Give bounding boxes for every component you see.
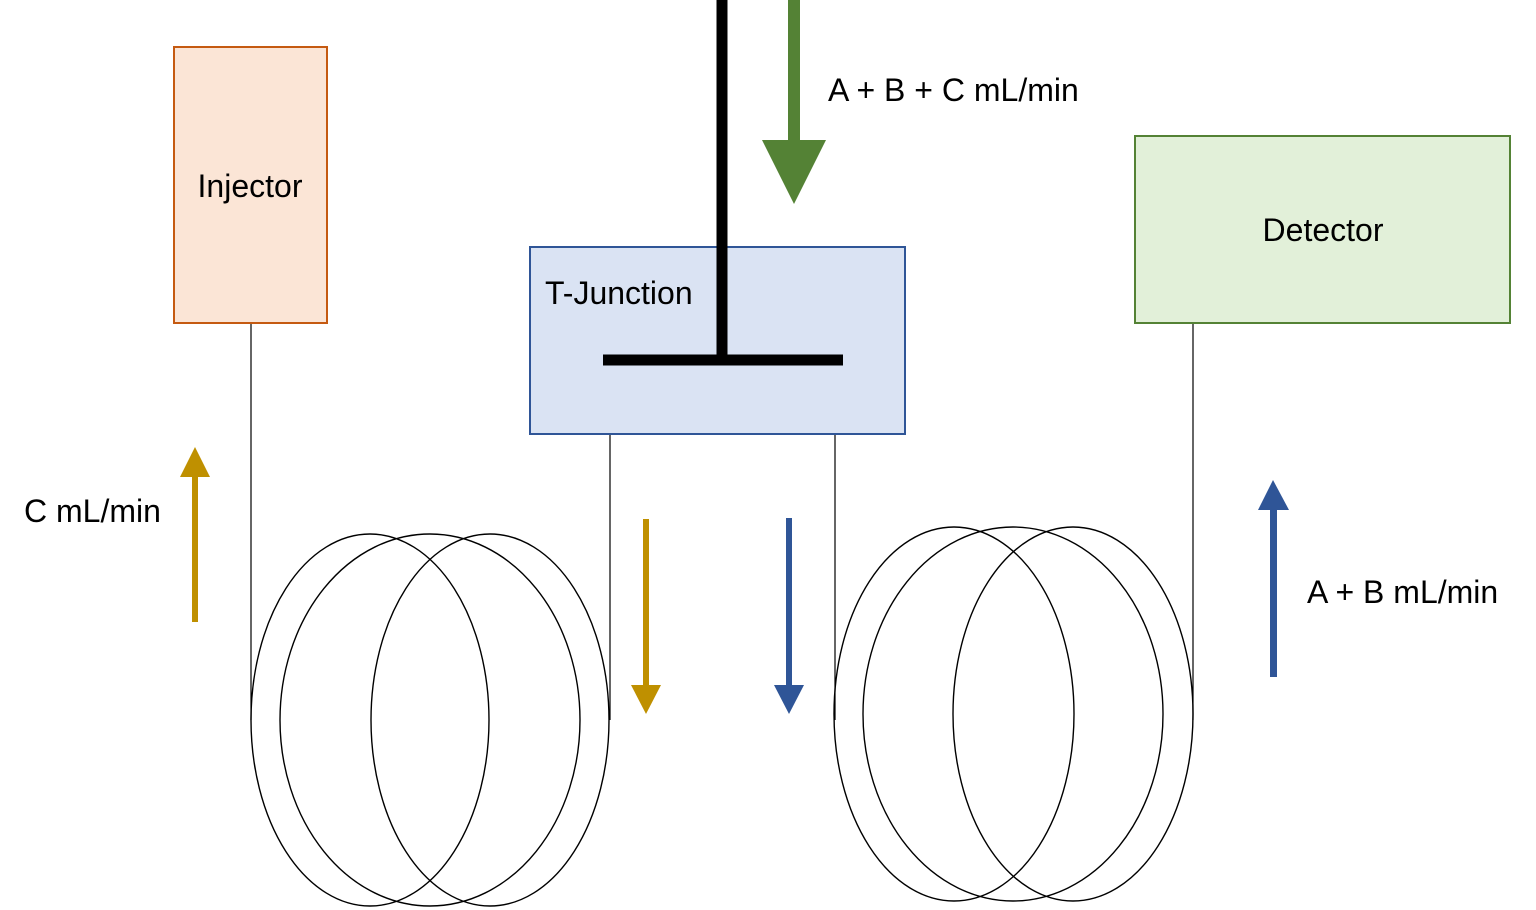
t-junction-label: T-Junction xyxy=(545,275,693,311)
detector-block: Detector xyxy=(1134,135,1511,324)
detector-flow-arrow-up-head xyxy=(1258,480,1289,510)
tee-fitting xyxy=(603,0,843,366)
total-flow-arrow xyxy=(762,0,826,204)
injector-flow-arrow-up xyxy=(180,447,210,622)
right-coil-loop xyxy=(862,526,1164,902)
right-tubing-coil xyxy=(833,526,1194,902)
detector-flow-arrow-down-shaft xyxy=(786,518,792,687)
injector-label: Injector xyxy=(198,168,303,204)
injector-flow-label: C mL/min xyxy=(24,493,161,529)
injector-flow-arrow-down-head xyxy=(631,685,661,714)
total-flow-arrow-shaft xyxy=(788,0,800,142)
right-coil-loop xyxy=(952,526,1194,902)
injector-flow-arrow-up-shaft xyxy=(192,474,198,622)
detector-flow-label: A + B mL/min xyxy=(1307,574,1498,610)
injector-flow-arrow-up-head xyxy=(180,447,210,477)
injector-flow-arrow-down xyxy=(631,519,661,714)
detector-flow-arrow-down-head xyxy=(774,685,804,714)
left-tubing-coil xyxy=(250,533,610,907)
left-coil-loop xyxy=(279,533,581,907)
detector-box xyxy=(1134,135,1511,324)
left-coil-loop xyxy=(370,533,610,907)
total-flow-arrow-head xyxy=(762,140,826,204)
total-flow-label: A + B + C mL/min xyxy=(828,72,1079,108)
injector-flow-arrow-down-shaft xyxy=(643,519,649,687)
left-coil-loop xyxy=(250,533,490,907)
detector-label: Detector xyxy=(1263,212,1384,248)
right-coil-loop xyxy=(833,526,1075,902)
detector-flow-arrow-up-shaft xyxy=(1270,507,1277,677)
detector-flow-arrow-down xyxy=(774,518,804,714)
injector-box xyxy=(173,46,328,324)
injector-block: Injector xyxy=(173,46,328,324)
detector-flow-arrow-up xyxy=(1258,480,1289,677)
